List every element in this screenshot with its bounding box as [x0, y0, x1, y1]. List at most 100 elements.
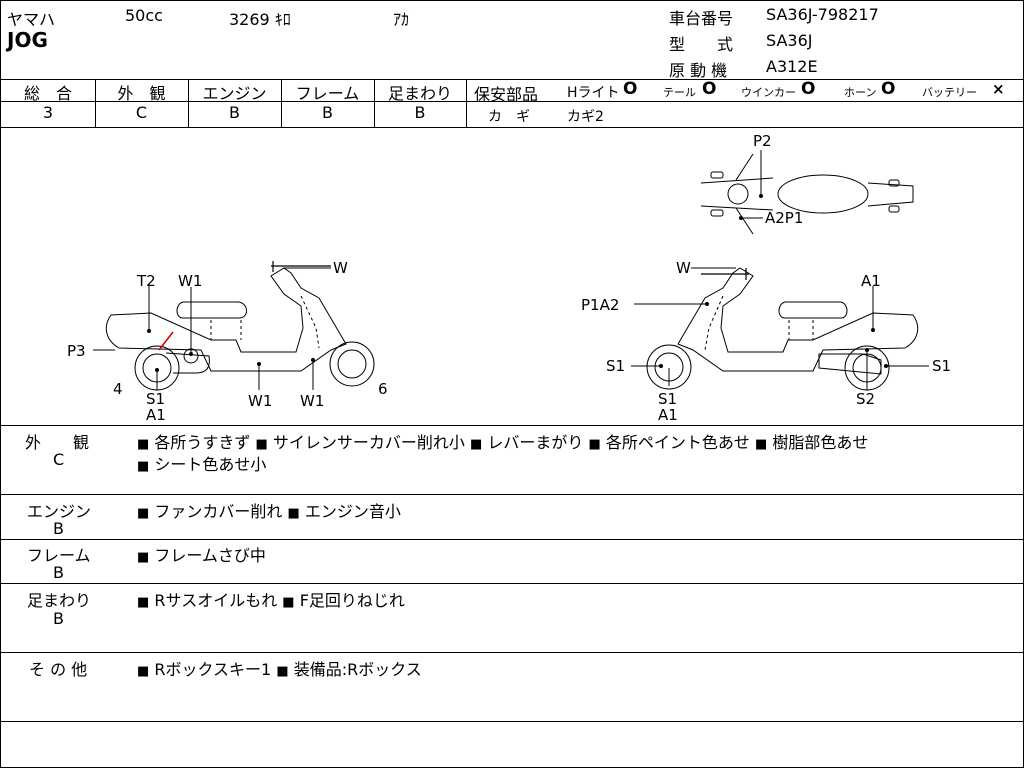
bullet: ■ — [282, 595, 295, 610]
leader-lines — [93, 150, 929, 390]
bullet: ■ — [137, 506, 150, 521]
divider — [1, 79, 1023, 80]
safety-parts-label: 保安部品 — [474, 85, 539, 104]
battery-label: バッテリー — [922, 86, 977, 99]
label-4: 4 — [113, 380, 123, 398]
label-a1-wheel: A1 — [658, 406, 678, 424]
divider — [466, 101, 1023, 102]
divider — [374, 79, 375, 127]
exterior-grade: C — [135, 103, 148, 122]
divider — [1, 127, 1023, 128]
headlight-label: Hライト — [567, 85, 620, 101]
model-name: JOG — [7, 28, 48, 52]
divider — [188, 79, 189, 127]
divider — [1, 539, 1023, 540]
label-a1-rear: A1 — [861, 272, 881, 290]
remark-grade: B — [53, 519, 64, 538]
bullet: ■ — [287, 506, 300, 521]
bullet: ■ — [137, 437, 150, 452]
label-s2: S2 — [856, 390, 875, 408]
bullet: ■ — [755, 437, 768, 452]
tail-label: テール — [663, 86, 696, 99]
engine-grade: B — [229, 103, 240, 122]
key-value: カギ2 — [567, 109, 604, 125]
remark-item: 装備品:Rボックス — [293, 660, 422, 679]
frame-no: SA36J-798217 — [766, 5, 879, 24]
label-w-right: W — [676, 259, 691, 277]
label-p2: P2 — [753, 132, 772, 150]
label-a2p1-top: A2P1 — [765, 209, 803, 227]
label-a1-left: A1 — [146, 406, 166, 424]
label-s1-rear: S1 — [932, 357, 951, 375]
divider — [95, 79, 96, 127]
type-label: 型 式 — [669, 35, 734, 54]
label-s1-left: S1 — [146, 390, 165, 408]
remark-item: シート色あせ小 — [154, 455, 267, 474]
divider — [1, 652, 1023, 653]
engine-label: 原 動 機 — [669, 61, 728, 80]
remark-grade: C — [53, 450, 65, 469]
remark-item: レバーまがり — [487, 433, 584, 452]
tail-mark: O — [702, 79, 717, 99]
remark-item: 各所ペイント色あせ — [605, 433, 750, 452]
label-s1-wheel: S1 — [658, 390, 677, 408]
bullet: ■ — [588, 437, 601, 452]
divider — [1, 583, 1023, 584]
divider — [281, 79, 282, 127]
remark-label: フレーム — [27, 546, 91, 565]
remark-item: 各所うすきず — [154, 433, 251, 452]
label-w1-seat: W1 — [178, 272, 202, 290]
type-value: SA36J — [766, 31, 813, 50]
divider — [1, 425, 1023, 426]
label-p3: P3 — [67, 342, 86, 360]
total-grade-label: 総 合 — [23, 84, 72, 103]
mileage: 3269 ｷﾛ — [229, 10, 291, 29]
bullet: ■ — [137, 459, 150, 474]
horn-label: ホーン — [844, 86, 877, 99]
scooter-top-view — [700, 153, 914, 235]
remark-label: 外 観 — [25, 433, 90, 452]
maker: ヤマハ — [7, 10, 56, 29]
winker-mark: O — [801, 79, 816, 99]
remark-item: F足回りねじれ — [299, 591, 405, 610]
divider — [466, 79, 467, 127]
horn-mark: O — [881, 79, 896, 99]
engine-value: A312E — [766, 57, 818, 76]
divider — [1, 494, 1023, 495]
label-w1-floor: W1 — [248, 392, 272, 410]
winker-label: ウインカー — [741, 86, 796, 99]
battery-mark: × — [992, 80, 1005, 98]
frame-grade-label: フレーム — [295, 84, 360, 103]
frame-no-label: 車台番号 — [669, 9, 734, 28]
remark-item: フレームさび中 — [154, 546, 266, 565]
bullet: ■ — [470, 437, 483, 452]
bullet: ■ — [137, 664, 150, 679]
label-p1a2: P1A2 — [581, 296, 619, 314]
key-label: カ ギ — [488, 109, 530, 125]
label-6: 6 — [378, 380, 388, 398]
bullet: ■ — [276, 664, 289, 679]
label-w1-front: W1 — [300, 392, 324, 410]
remark-grade: B — [53, 609, 64, 628]
suspension-grade-label: 足まわり — [387, 84, 452, 103]
divider — [1, 101, 466, 102]
remark-item: サイレンサーカバー削れ小 — [272, 433, 465, 452]
remark-item: Rサスオイルもれ — [154, 591, 278, 610]
damage-diagram: T2 W1 W P3 4 S1 A1 W1 W1 6 P2 A2P1 W A1 … — [67, 132, 951, 424]
remark-item: Rボックスキー1 — [154, 660, 272, 679]
remark-label: エンジン — [27, 502, 92, 521]
leader-dots — [147, 194, 888, 372]
divider — [1, 721, 1023, 722]
remark-label: 足まわり — [27, 591, 92, 610]
remark-item: ファンカバー削れ — [154, 502, 283, 521]
remark-item: エンジン音小 — [304, 502, 401, 521]
engine-grade-label: エンジン — [202, 84, 267, 103]
remark-grade: B — [53, 563, 64, 582]
label-s1-front: S1 — [606, 357, 625, 375]
bullet: ■ — [255, 437, 268, 452]
remark-label: そ の 他 — [29, 660, 88, 679]
frame-grade: B — [322, 103, 333, 122]
exterior-grade-label: 外 観 — [117, 84, 166, 103]
bullet: ■ — [137, 550, 150, 565]
